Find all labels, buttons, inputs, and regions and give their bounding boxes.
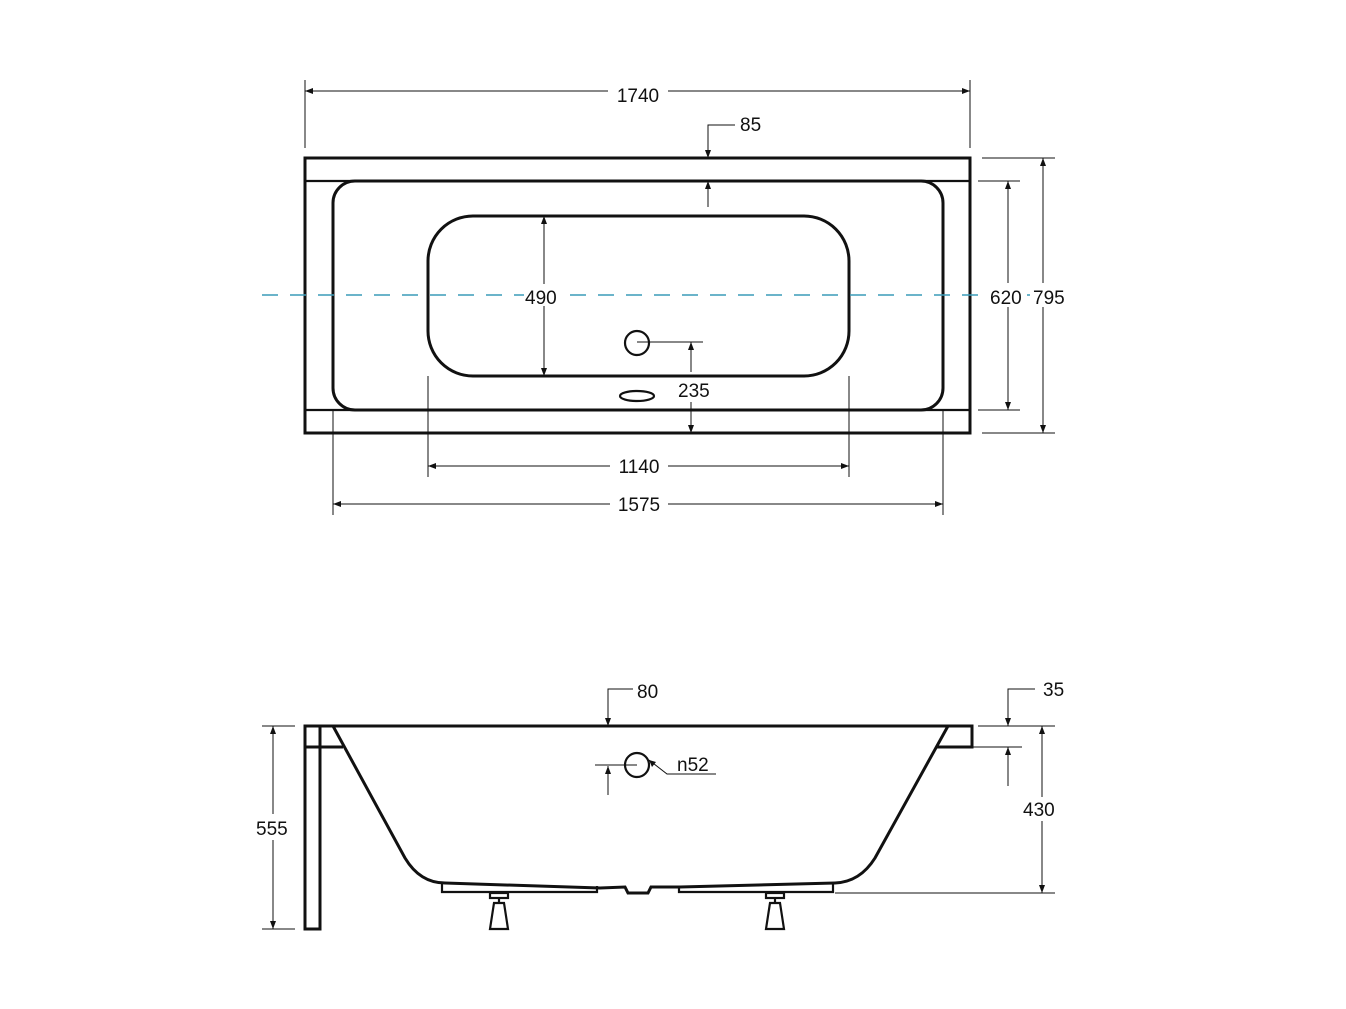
top-view: 1740 85 795 620 490 235: [262, 80, 1070, 516]
dim-inner-width: 620: [990, 288, 1022, 309]
front-panel: [303, 724, 322, 931]
dim-basin-width: 490: [525, 288, 557, 309]
overflow-icon: [618, 389, 656, 403]
side-view: n52 80 35 430 555: [254, 680, 1064, 931]
dim-rim-thickness: 80: [637, 682, 658, 703]
dim-rim-width: 85: [740, 115, 761, 136]
leg-right: [764, 891, 786, 931]
dim-overall-height: 555: [256, 819, 288, 840]
dim-overflow-offset: 35: [1043, 680, 1064, 701]
dim-depth: 430: [1023, 800, 1055, 821]
tub-body: [331, 725, 950, 895]
basin-outline: [426, 214, 851, 378]
drain-icon: [623, 329, 651, 357]
leg-left: [488, 891, 510, 931]
dim-overflow-diameter: n52: [677, 755, 709, 776]
dim-overall-width: 795: [1033, 288, 1065, 309]
dim-overall-length: 1740: [617, 86, 659, 107]
dim-basin-length: 1140: [619, 457, 660, 478]
dim-drain-offset: 235: [678, 381, 710, 402]
dim-inner-length: 1575: [618, 495, 660, 516]
